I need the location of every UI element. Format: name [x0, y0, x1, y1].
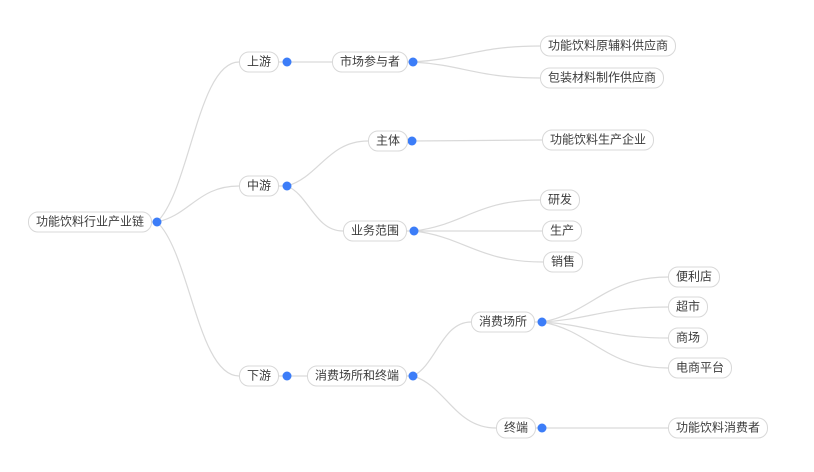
collapse-dot-business-scope[interactable]	[409, 226, 419, 236]
edge-consumption-and-terminal-consumption-places	[412, 321, 472, 377]
edge-root-downstream	[156, 221, 240, 377]
node-consumption-and-terminal[interactable]: 消费场所和终端	[307, 365, 408, 387]
node-market-participants[interactable]: 市场参与者	[332, 51, 409, 73]
node-mall[interactable]: 商场	[668, 327, 709, 349]
collapse-dot-midstream[interactable]	[282, 181, 292, 191]
edge-market-participants-packaging-supplier	[412, 61, 541, 79]
edge-main-body-producer	[411, 139, 543, 142]
collapse-dot-consumption-and-terminal[interactable]	[408, 371, 418, 381]
node-business-scope[interactable]: 业务范围	[343, 220, 408, 242]
node-midstream[interactable]: 中游	[239, 175, 280, 197]
edge-consumption-places-supermarket	[541, 306, 669, 323]
node-producer[interactable]: 功能饮料生产企业	[542, 129, 655, 151]
collapse-dot-root[interactable]	[152, 217, 162, 227]
edge-midstream-business-scope	[286, 185, 344, 232]
edge-consumption-places-convenience-store	[541, 276, 669, 323]
node-main-body[interactable]: 主体	[368, 130, 409, 152]
node-packaging-supplier[interactable]: 包装材料制作供应商	[540, 67, 665, 89]
node-upstream[interactable]: 上游	[239, 51, 280, 73]
edge-consumption-places-ecommerce	[541, 321, 669, 369]
edge-root-upstream	[156, 61, 240, 223]
edge-root-midstream	[156, 185, 240, 223]
node-production[interactable]: 生产	[542, 220, 583, 242]
collapse-dot-terminal[interactable]	[537, 423, 547, 433]
node-sales[interactable]: 销售	[543, 251, 584, 273]
node-ecommerce[interactable]: 电商平台	[668, 357, 733, 379]
collapse-dot-downstream[interactable]	[282, 371, 292, 381]
node-rd[interactable]: 研发	[540, 189, 581, 211]
node-supermarket[interactable]: 超市	[668, 296, 709, 318]
node-downstream[interactable]: 下游	[239, 365, 280, 387]
collapse-dot-upstream[interactable]	[282, 57, 292, 67]
edge-consumption-places-mall	[541, 321, 669, 339]
collapse-dot-main-body[interactable]	[407, 136, 417, 146]
edge-business-scope-sales	[413, 230, 544, 263]
edge-midstream-main-body	[286, 140, 369, 187]
collapse-dot-consumption-places[interactable]	[537, 317, 547, 327]
node-terminal[interactable]: 终端	[496, 417, 537, 439]
edge-consumption-and-terminal-terminal	[412, 375, 497, 429]
node-raw-material-supplier[interactable]: 功能饮料原辅料供应商	[540, 35, 677, 57]
node-consumption-places[interactable]: 消费场所	[471, 311, 536, 333]
node-root[interactable]: 功能饮料行业产业链	[28, 211, 153, 233]
collapse-dot-market-participants[interactable]	[408, 57, 418, 67]
node-consumer[interactable]: 功能饮料消费者	[668, 417, 769, 439]
node-convenience-store[interactable]: 便利店	[668, 266, 721, 288]
edge-business-scope-rd	[413, 199, 541, 232]
edge-market-participants-raw-material-supplier	[412, 45, 541, 63]
